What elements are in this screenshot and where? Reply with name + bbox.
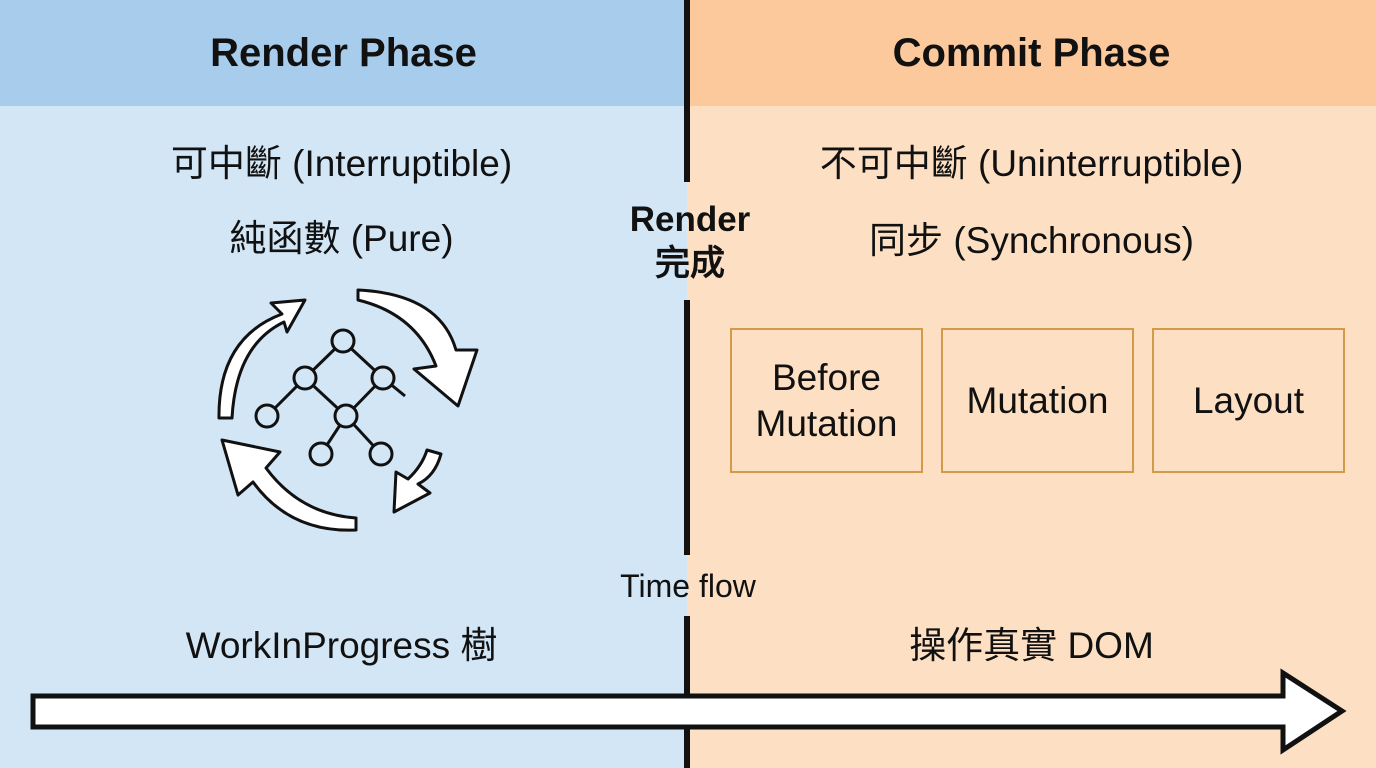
commit-uninterruptible-label: 不可中斷 (Uninterruptible)	[819, 143, 1244, 184]
cycle-arrow-top-left	[217, 298, 307, 420]
mutation-box: Mutation	[941, 328, 1134, 473]
tree-node	[370, 365, 396, 391]
phase-divider-middle	[684, 300, 690, 555]
tree-node	[292, 365, 318, 391]
mutation-label: Mutation	[966, 379, 1109, 421]
real-dom-label: 操作真實 DOM	[909, 625, 1154, 666]
render-interruptible-label: 可中斷 (Interruptible)	[170, 143, 513, 184]
phase-divider-top	[684, 0, 690, 182]
render-complete-line1: Render	[629, 200, 751, 239]
render-complete-label: Render 完成	[600, 198, 780, 286]
render-pure-label: 純函數 (Pure)	[229, 218, 454, 259]
tree-node	[368, 441, 394, 467]
time-flow-label: Time flow	[620, 568, 756, 604]
tree-graph-icon	[254, 328, 406, 467]
cycle-arrow-bottom-right	[392, 448, 443, 514]
render-complete-line2: 完成	[654, 244, 725, 283]
commit-phase-panel: Commit Phase 不可中斷 (Uninterruptible) 同步 (…	[687, 0, 1376, 768]
commit-synchronous-label: 同步 (Synchronous)	[869, 220, 1194, 261]
layout-box: Layout	[1152, 328, 1345, 473]
before-mutation-label: Before Mutation	[755, 356, 898, 444]
render-phase-panel: Render Phase 可中斷 (Interruptible) 純函數 (Pu…	[0, 0, 687, 768]
tree-node	[308, 441, 334, 467]
cycle-arrow-top-right	[356, 288, 479, 408]
tree-node	[254, 403, 280, 429]
before-mutation-box: Before Mutation	[730, 328, 923, 473]
commit-phase-title: Commit Phase	[687, 0, 1376, 106]
layout-label: Layout	[1192, 379, 1305, 421]
tree-node	[330, 328, 356, 354]
cycle-arrow-bottom-left	[220, 438, 358, 532]
render-phase-title: Render Phase	[0, 0, 687, 106]
tree-node	[333, 403, 359, 429]
workinprogress-label: WorkInProgress 樹	[185, 625, 498, 666]
phase-divider-bottom	[684, 616, 690, 768]
